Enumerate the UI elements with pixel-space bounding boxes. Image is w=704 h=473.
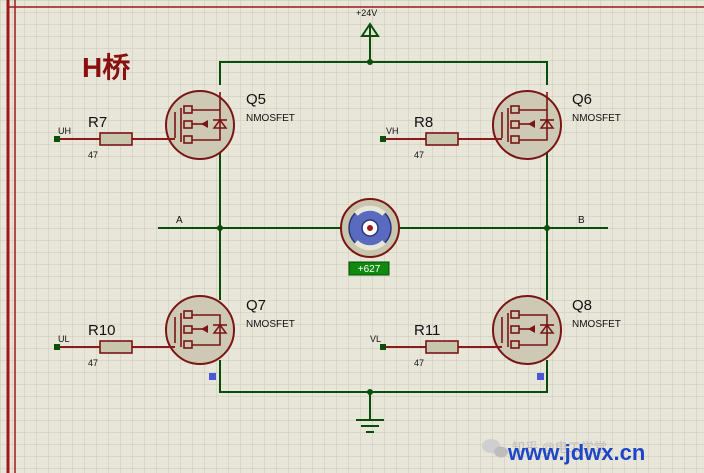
r10-value: 47 (88, 358, 98, 368)
motor-readout-box (348, 261, 390, 276)
q5-ref: Q5 (246, 91, 266, 108)
supply-label: +24V (356, 8, 377, 18)
resistor-r11[interactable] (425, 340, 459, 354)
input-label-uh: UH (58, 126, 71, 136)
mosfet-q6[interactable] (492, 90, 562, 160)
q8-pin-marker (537, 373, 544, 380)
h-bridge-wires (158, 61, 608, 393)
q8-type: NMOSFET (572, 319, 621, 330)
r8-ref: R8 (414, 114, 433, 131)
q6-type: NMOSFET (572, 113, 621, 124)
input-label-vl: VL (370, 334, 381, 344)
r8-value: 47 (414, 150, 424, 160)
ground-symbol (356, 392, 384, 433)
mosfet-q8[interactable] (492, 295, 562, 365)
r7-ref: R7 (88, 114, 107, 131)
q6-ref: Q6 (572, 91, 592, 108)
watermark-url: www.jdwx.cn (507, 440, 645, 465)
resistor-r10[interactable] (99, 340, 133, 354)
watermark-text: 知乎 @电工学堂 (512, 440, 607, 455)
mosfet-q5[interactable] (165, 90, 235, 160)
node-label-b: B (578, 215, 585, 226)
q7-ref: Q7 (246, 297, 266, 314)
resistor-r8[interactable] (425, 132, 459, 146)
wechat-icon (482, 439, 508, 458)
q7-type: NMOSFET (246, 319, 295, 330)
r7-value: 47 (88, 150, 98, 160)
gate-wiring (54, 136, 502, 350)
power-terminal-24v[interactable] (360, 22, 380, 62)
node-label-a: A (176, 215, 183, 226)
q5-type: NMOSFET (246, 113, 295, 124)
r10-ref: R10 (88, 322, 116, 339)
diagram-title: H桥 (82, 52, 130, 83)
mosfet-q7[interactable] (165, 295, 235, 365)
q8-ref: Q8 (572, 297, 592, 314)
input-label-vh: VH (386, 126, 399, 136)
motor-readout: +627 (358, 264, 381, 275)
input-label-ul: UL (58, 334, 70, 344)
r11-ref: R11 (414, 322, 440, 339)
r11-value: 47 (414, 358, 424, 368)
dc-motor[interactable] (340, 198, 400, 258)
resistor-r7[interactable] (99, 132, 133, 146)
q7-pin-marker (209, 373, 216, 380)
